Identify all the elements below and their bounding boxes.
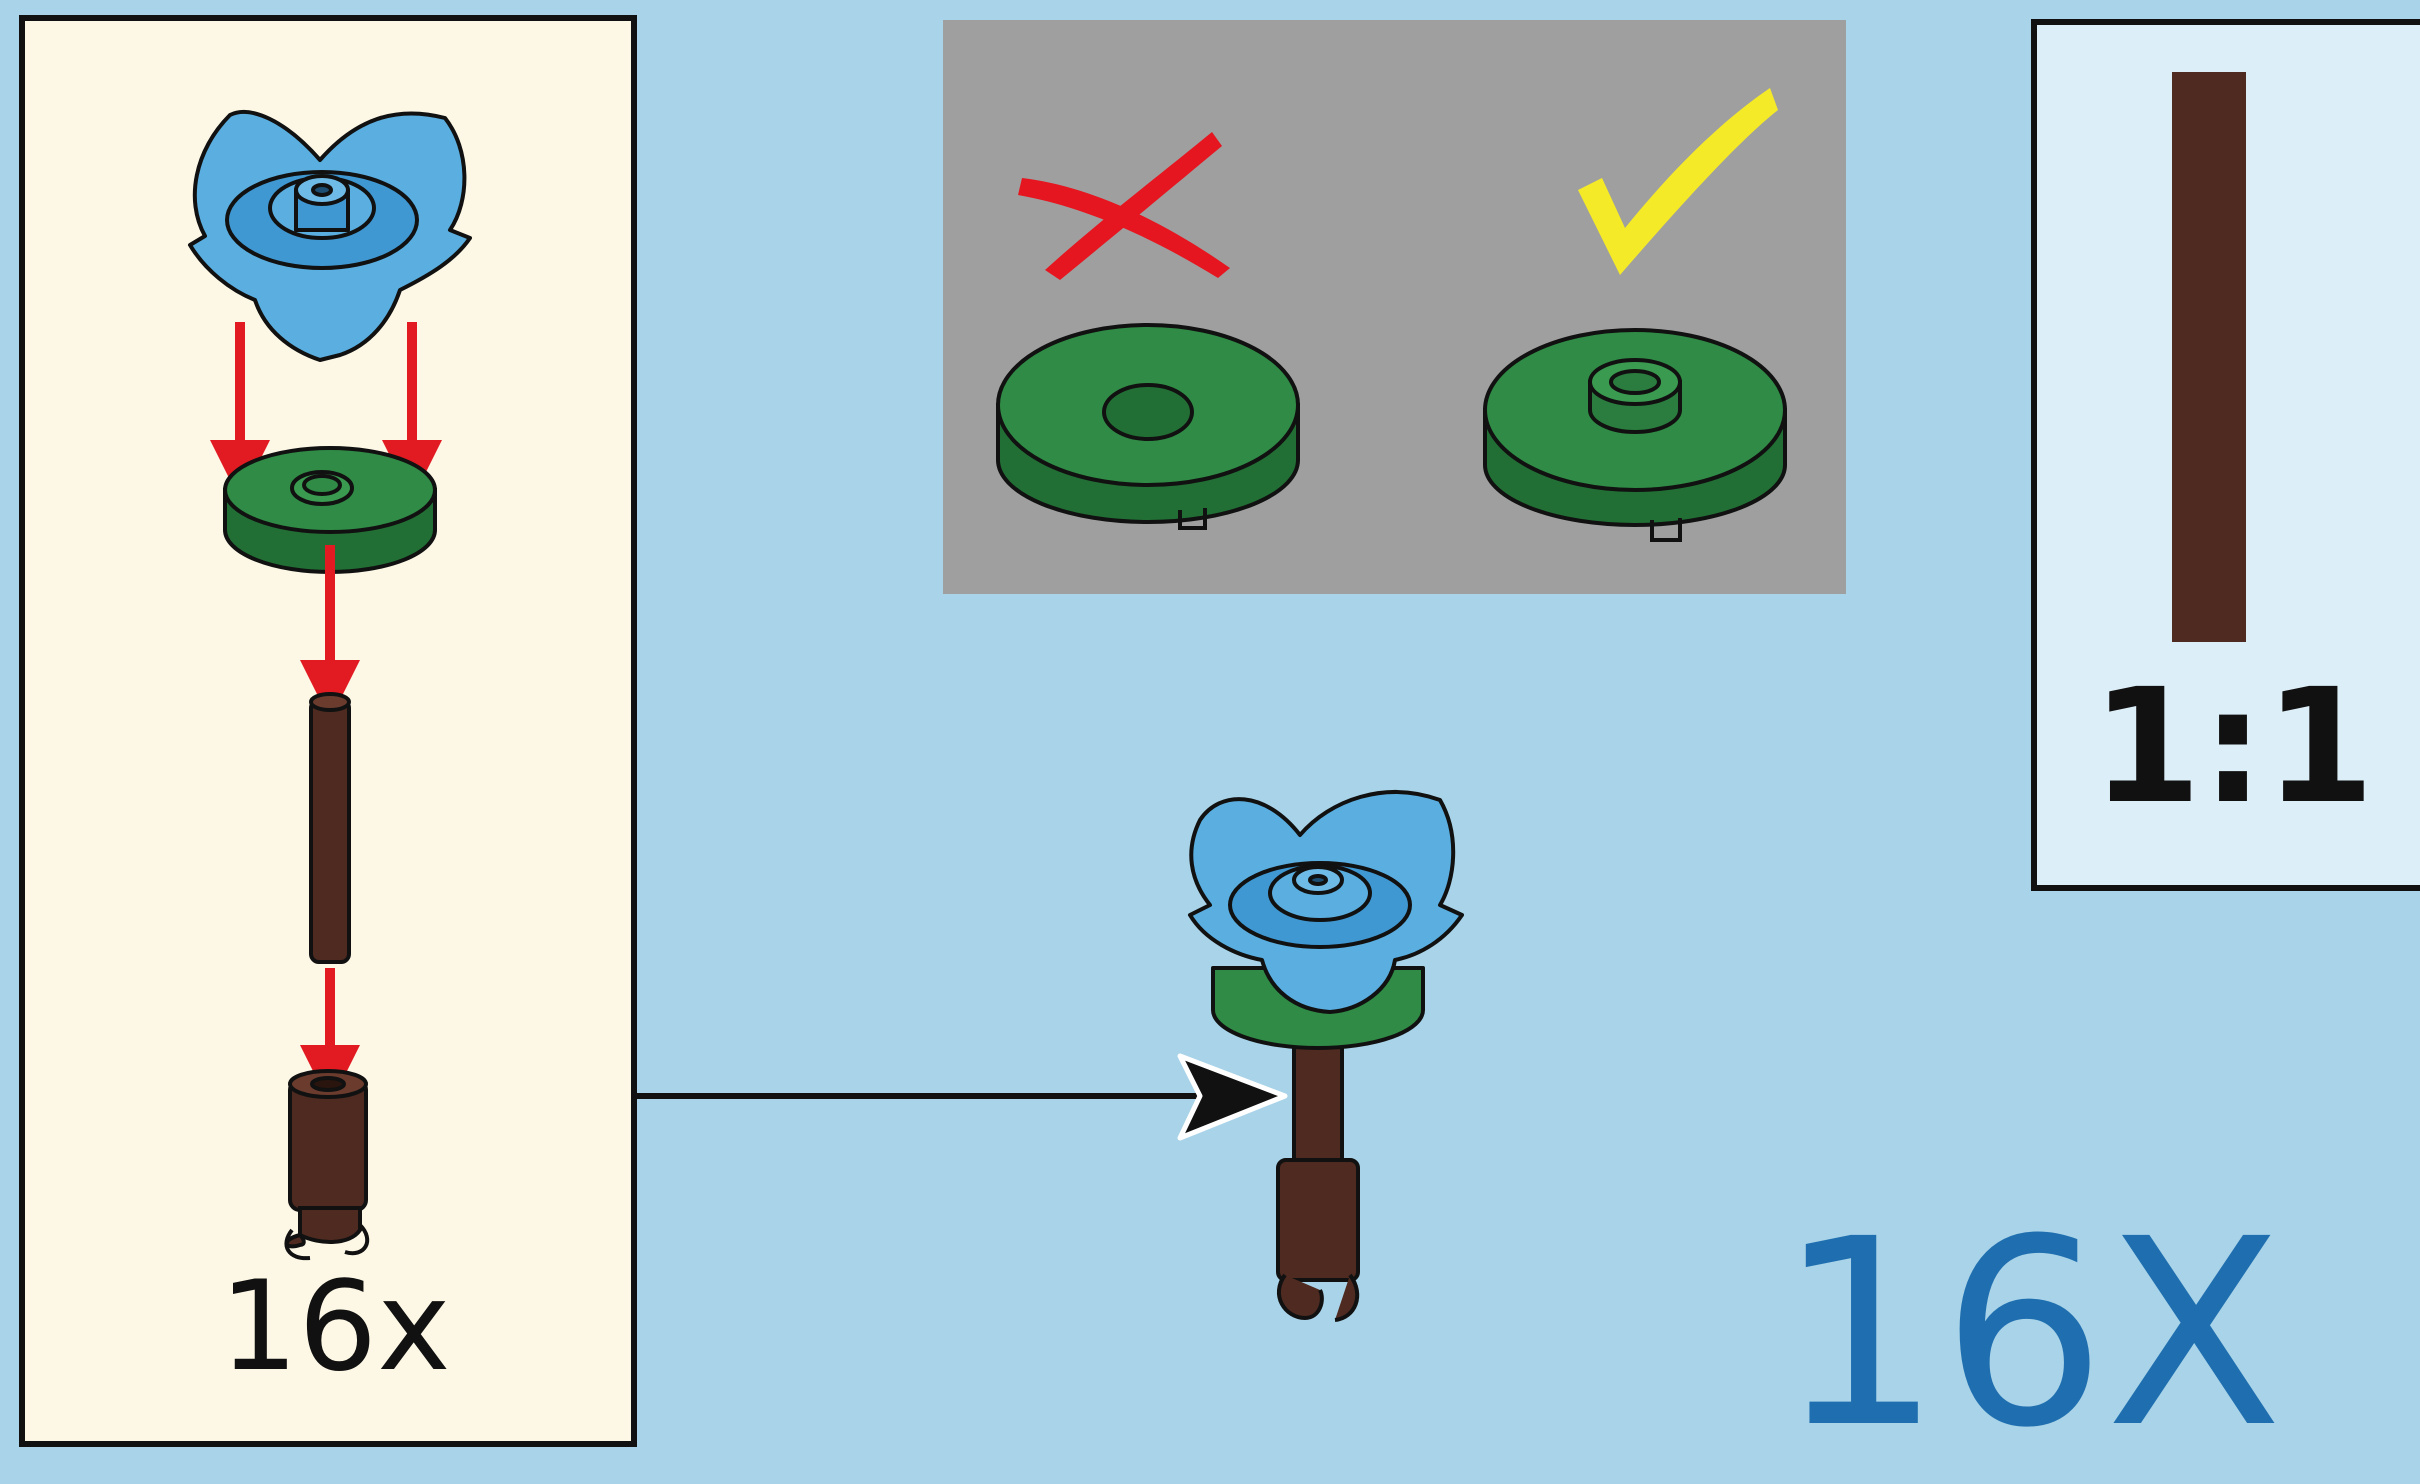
clip-piece — [284, 1069, 370, 1261]
correct-tile — [1483, 328, 1787, 542]
callout-arrow-icon — [636, 1053, 1288, 1141]
scale-ratio-label: 1:1 — [2091, 655, 2375, 839]
scale-bar — [2172, 72, 2246, 642]
wrong-tile — [996, 323, 1300, 530]
assembled-flower — [1188, 790, 1464, 1322]
check-icon — [1578, 88, 1778, 275]
cross-icon — [1018, 132, 1230, 280]
down-arrow-icon — [210, 322, 442, 500]
flower-piece — [188, 110, 472, 362]
subassembly-count: 16x — [219, 1255, 451, 1399]
step-count: 16X — [1777, 1184, 2283, 1484]
round-tile-piece — [223, 446, 437, 574]
bar-piece — [309, 692, 351, 964]
